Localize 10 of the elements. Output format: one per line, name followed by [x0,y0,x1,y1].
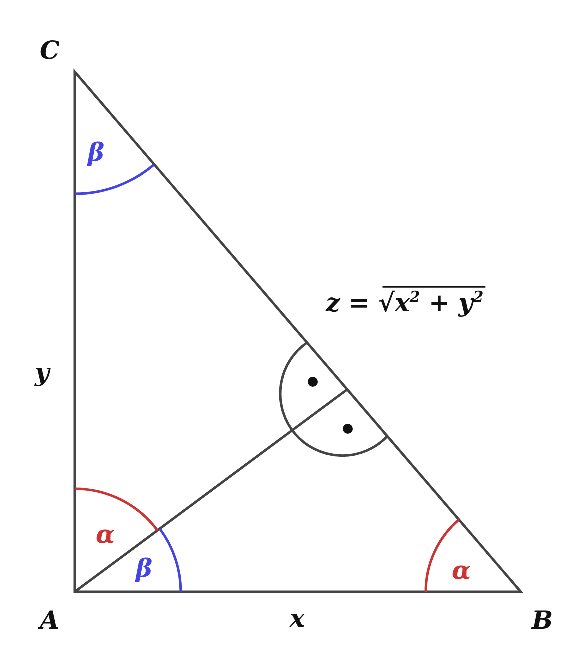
formula-label: z = √x$^{2}$ + y$^{2}$ [326,290,484,316]
angle-label: α [452,558,472,583]
vertex-label: A [40,608,60,633]
side-label: x [290,606,305,631]
angle-label: α [96,522,116,547]
side-label: y [35,360,50,385]
angle-label: β [136,556,153,581]
angle-label: β [88,140,105,165]
vertex-label: C [40,38,60,63]
vertex-label: B [532,608,554,633]
